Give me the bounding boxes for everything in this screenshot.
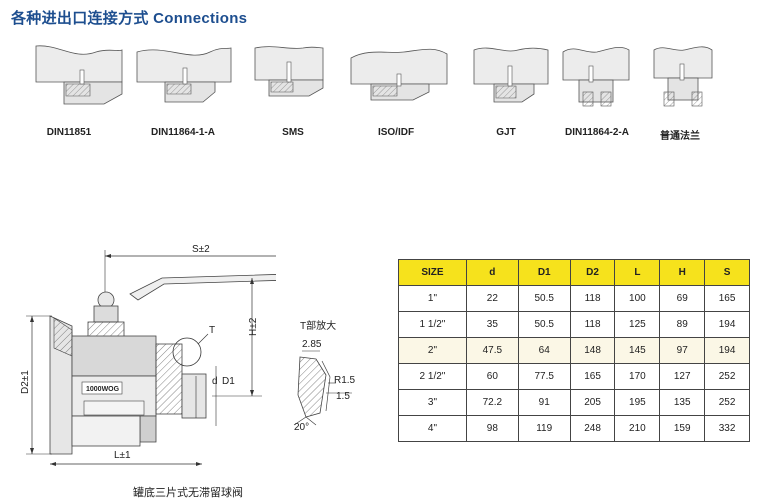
table-row: 1 1/2" 35 50.5 118 125 89 194 <box>398 311 750 338</box>
connection-drawing-din11851 <box>35 45 123 105</box>
connection-label-din11864-1-a: DIN11864-1-A <box>151 127 215 138</box>
table-cell: 252 <box>704 389 750 416</box>
connection-drawing-iso-idf <box>350 48 448 101</box>
table-cell: 97 <box>659 337 706 364</box>
table-cell: 194 <box>704 337 750 364</box>
table-row: 4" 98 119 248 210 159 332 <box>398 415 750 442</box>
table-cell: 248 <box>569 415 616 442</box>
dim-d1-label: D1 <box>222 376 235 387</box>
dim-h-label: H±2 <box>248 317 259 336</box>
table-cell: 50.5 <box>517 311 571 338</box>
table-cell: 252 <box>704 363 750 390</box>
table-cell: 119 <box>517 415 571 442</box>
table-cell: 159 <box>659 415 706 442</box>
connection-drawing-flange <box>653 46 713 107</box>
table-cell: 165 <box>569 363 616 390</box>
table-cell: 118 <box>569 285 616 312</box>
connection-drawing-gjt <box>473 47 549 103</box>
spec-table: SIZE d D1 D2 L H S 1" 22 50.5 118 100 69… <box>398 259 750 442</box>
page-title: 各种进出口连接方式 Connections <box>11 10 248 27</box>
table-cell: 4" <box>398 415 467 442</box>
detail-dim-15: 1.5 <box>336 391 350 402</box>
table-cell: 2" <box>398 337 467 364</box>
t-detail-drawing: T部放大 2.85 R1.5 1.5 20° <box>293 319 356 433</box>
table-cell: 35 <box>465 311 519 338</box>
dim-s-label: S±2 <box>192 244 210 255</box>
table-cell: 148 <box>569 337 616 364</box>
col-header-l: L <box>614 259 661 286</box>
table-cell: 77.5 <box>517 363 571 390</box>
stamp-label: 1000WOG <box>86 386 120 393</box>
table-cell: 72.2 <box>465 389 519 416</box>
table-cell: 165 <box>704 285 750 312</box>
detail-dim-285: 2.85 <box>302 339 322 350</box>
col-header-d: d <box>465 259 519 286</box>
table-cell: 60 <box>465 363 519 390</box>
detail-title: T部放大 <box>300 319 336 332</box>
table-cell: 125 <box>614 311 661 338</box>
table-cell: 210 <box>614 415 661 442</box>
dim-d-label: d <box>212 376 218 387</box>
table-cell: 22 <box>465 285 519 312</box>
drawing-caption: 罐底三片式无滞留球阀 <box>133 487 243 499</box>
table-cell: 145 <box>614 337 661 364</box>
table-row: 2 1/2" 60 77.5 165 170 127 252 <box>398 363 750 390</box>
table-cell: 127 <box>659 363 706 390</box>
col-header-s: S <box>704 259 750 286</box>
table-cell: 135 <box>659 389 706 416</box>
detail-angle: 20° <box>294 422 309 433</box>
table-cell: 64 <box>517 337 571 364</box>
table-cell: 1" <box>398 285 467 312</box>
table-cell: 50.5 <box>517 285 571 312</box>
dim-l-label: L±1 <box>114 450 131 461</box>
table-cell: 89 <box>659 311 706 338</box>
table-row: 1" 22 50.5 118 100 69 165 <box>398 285 750 312</box>
connection-drawing-sms <box>254 46 324 97</box>
table-cell: 98 <box>465 415 519 442</box>
table-cell: 118 <box>569 311 616 338</box>
connection-drawing-din11864-2-a <box>562 47 630 107</box>
table-cell: 205 <box>569 389 616 416</box>
table-cell: 194 <box>704 311 750 338</box>
connection-drawing-din11864-1-a <box>136 47 232 103</box>
connection-label-gjt: GJT <box>496 127 516 138</box>
col-header-size: SIZE <box>398 259 467 286</box>
table-cell: 91 <box>517 389 571 416</box>
table-row-highlighted: 2" 47.5 64 148 145 97 194 <box>398 337 750 364</box>
label-t: T <box>209 325 215 336</box>
table-cell: 2 1/2" <box>398 363 467 390</box>
table-row: 3" 72.2 91 205 195 135 252 <box>398 389 750 416</box>
col-header-d1: D1 <box>517 259 571 286</box>
table-cell: 170 <box>614 363 661 390</box>
connection-label-flange: 普通法兰 <box>660 131 700 142</box>
connection-label-iso-idf: ISO/IDF <box>377 127 415 138</box>
connection-label-sms: SMS <box>282 127 304 138</box>
table-cell: 100 <box>614 285 661 312</box>
detail-dim-r15: R1.5 <box>334 375 356 386</box>
table-cell: 1 1/2" <box>398 311 467 338</box>
table-cell: 47.5 <box>465 337 519 364</box>
table-header-row: SIZE d D1 D2 L H S <box>398 259 750 286</box>
connection-label-din11851: DIN11851 <box>46 127 92 138</box>
table-cell: 195 <box>614 389 661 416</box>
dim-d2-label: D2±1 <box>20 370 31 394</box>
table-cell: 69 <box>659 285 706 312</box>
connection-label-din11864-2-a: DIN11864-2-A <box>565 127 629 138</box>
col-header-h: H <box>659 259 706 286</box>
table-cell: 332 <box>704 415 750 442</box>
valve-section-drawing: S±2 H±2 1000WOG T d D1 D2±1 L±1 <box>20 244 276 466</box>
table-cell: 3" <box>398 389 467 416</box>
col-header-d2: D2 <box>569 259 616 286</box>
